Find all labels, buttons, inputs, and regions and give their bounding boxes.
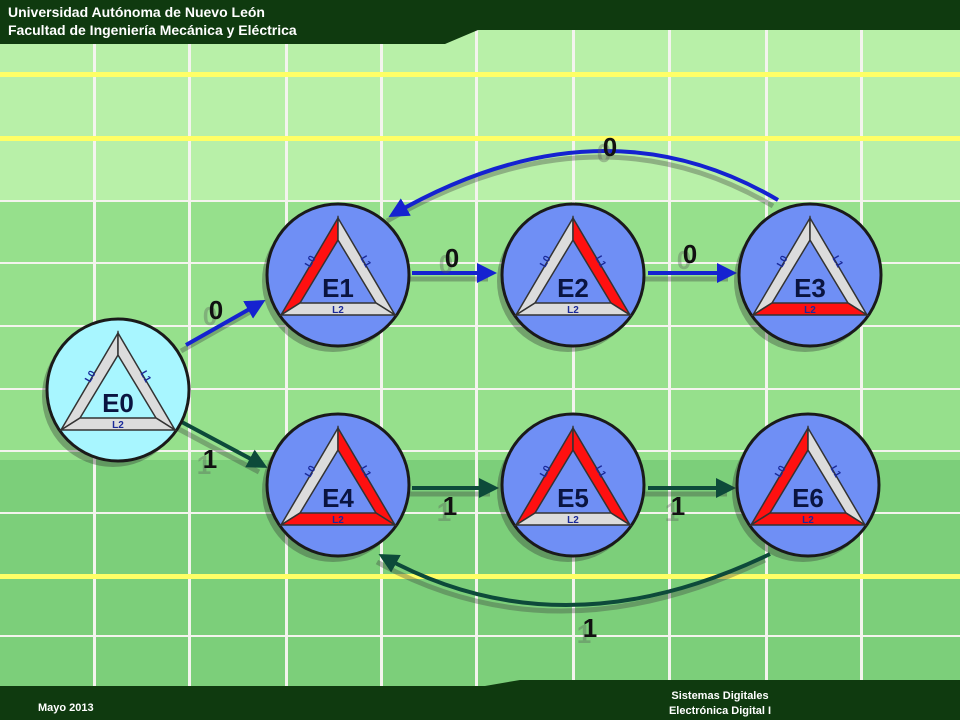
grid-line [188, 30, 191, 690]
transition-label-e1-e2: 0 [445, 243, 459, 273]
transition-label-e5-e6: 1 [671, 491, 685, 521]
side-label-l0: L0 [303, 464, 319, 480]
transition-label-shadow: 0 [677, 245, 691, 275]
state-name: E3 [794, 273, 826, 303]
background-top [0, 30, 960, 200]
side-label-l1: L1 [827, 464, 843, 480]
grid-line [380, 30, 383, 690]
state-name: E4 [322, 483, 354, 513]
grid-line [0, 200, 960, 202]
triangle-side-l2 [278, 512, 398, 526]
grid-line [285, 30, 288, 690]
side-label-l2: L2 [332, 305, 344, 316]
triangle-side-l2 [513, 302, 633, 316]
highlight-line [0, 72, 960, 77]
state-name: E5 [557, 483, 589, 513]
transition-arrow-e6-e4 [378, 552, 771, 607]
triangle-side-l2 [278, 302, 398, 316]
side-label-l0: L0 [538, 464, 554, 480]
grid-line [0, 388, 960, 390]
side-label-l0: L0 [775, 254, 791, 270]
side-label-l0: L0 [773, 464, 789, 480]
side-label-l2: L2 [332, 515, 344, 526]
triangle-side-l2 [750, 302, 870, 316]
grid-line [0, 325, 960, 327]
grid-line [0, 635, 960, 637]
footer-shape [0, 680, 960, 720]
side-label-l1: L1 [137, 369, 153, 385]
side-label-l2: L2 [804, 305, 816, 316]
transition-label-shadow: 1 [437, 497, 451, 527]
transition-arrow-e3-e1 [388, 149, 780, 217]
faculty-name: Facultad de Ingeniería Mecánica y Eléctr… [8, 22, 297, 38]
university-name: Universidad Autónoma de Nuevo León [8, 4, 265, 20]
transition-label-e2-e3: 0 [683, 239, 697, 269]
transition-label-shadow: 1 [665, 497, 679, 527]
course-title: Sistemas Digitales [671, 690, 769, 702]
transition-label-shadow: 0 [439, 249, 453, 279]
grid-line [860, 30, 863, 690]
highlight-line [0, 574, 960, 579]
transition-label-e3-e1: 0 [603, 132, 617, 162]
transition-arrow-e0-e1 [185, 300, 266, 347]
transition-label-shadow: 0 [203, 301, 217, 331]
side-label-l2: L2 [802, 515, 814, 526]
triangle-side-l2 [58, 417, 178, 431]
header-shape [0, 0, 960, 44]
side-label-l1: L1 [357, 254, 373, 270]
triangle-side-l2 [748, 512, 868, 526]
transition-label-e4-e5: 1 [443, 491, 457, 521]
transition-label-shadow: 0 [597, 138, 611, 168]
grid-line [0, 450, 960, 452]
footer-date: Mayo 2013 [38, 702, 94, 714]
side-label-l2: L2 [112, 420, 124, 431]
side-label-l1: L1 [592, 254, 608, 270]
transition-label-e6-e4: 1 [583, 613, 597, 643]
transition-arrow-shadow [171, 423, 261, 475]
transition-label-e0-e4: 1 [203, 444, 217, 474]
side-label-l1: L1 [592, 464, 608, 480]
transition-label-e0-e1: 0 [209, 295, 223, 325]
course-subtitle: Electrónica Digital I [668, 705, 772, 717]
side-label-l0: L0 [303, 254, 319, 270]
state-name: E0 [102, 388, 134, 418]
grid-line [572, 30, 575, 690]
transition-label-shadow: 1 [577, 619, 591, 649]
state-name: E1 [322, 273, 354, 303]
grid-line [668, 30, 671, 690]
triangle-side-l2 [513, 512, 633, 526]
grid-line [765, 30, 768, 690]
grid-line [0, 512, 960, 514]
header-banner: Universidad Autónoma de Nuevo León Facul… [0, 0, 960, 44]
side-label-l0: L0 [538, 254, 554, 270]
side-label-l1: L1 [829, 254, 845, 270]
state-name: E2 [557, 273, 589, 303]
state-name: E6 [792, 483, 824, 513]
transition-label-shadow: 1 [197, 450, 211, 480]
footer-banner: Mayo 2013 Sistemas Digitales Electrónica… [0, 680, 960, 720]
side-label-l1: L1 [357, 464, 373, 480]
transition-arrow-shadow [385, 154, 775, 224]
grid-line [475, 30, 478, 690]
side-label-l2: L2 [567, 515, 579, 526]
transition-arrow-e0-e4 [177, 418, 268, 468]
side-label-l2: L2 [567, 305, 579, 316]
side-label-l0: L0 [83, 369, 99, 385]
transition-arrow-shadow [375, 557, 767, 614]
highlight-line [0, 136, 960, 141]
